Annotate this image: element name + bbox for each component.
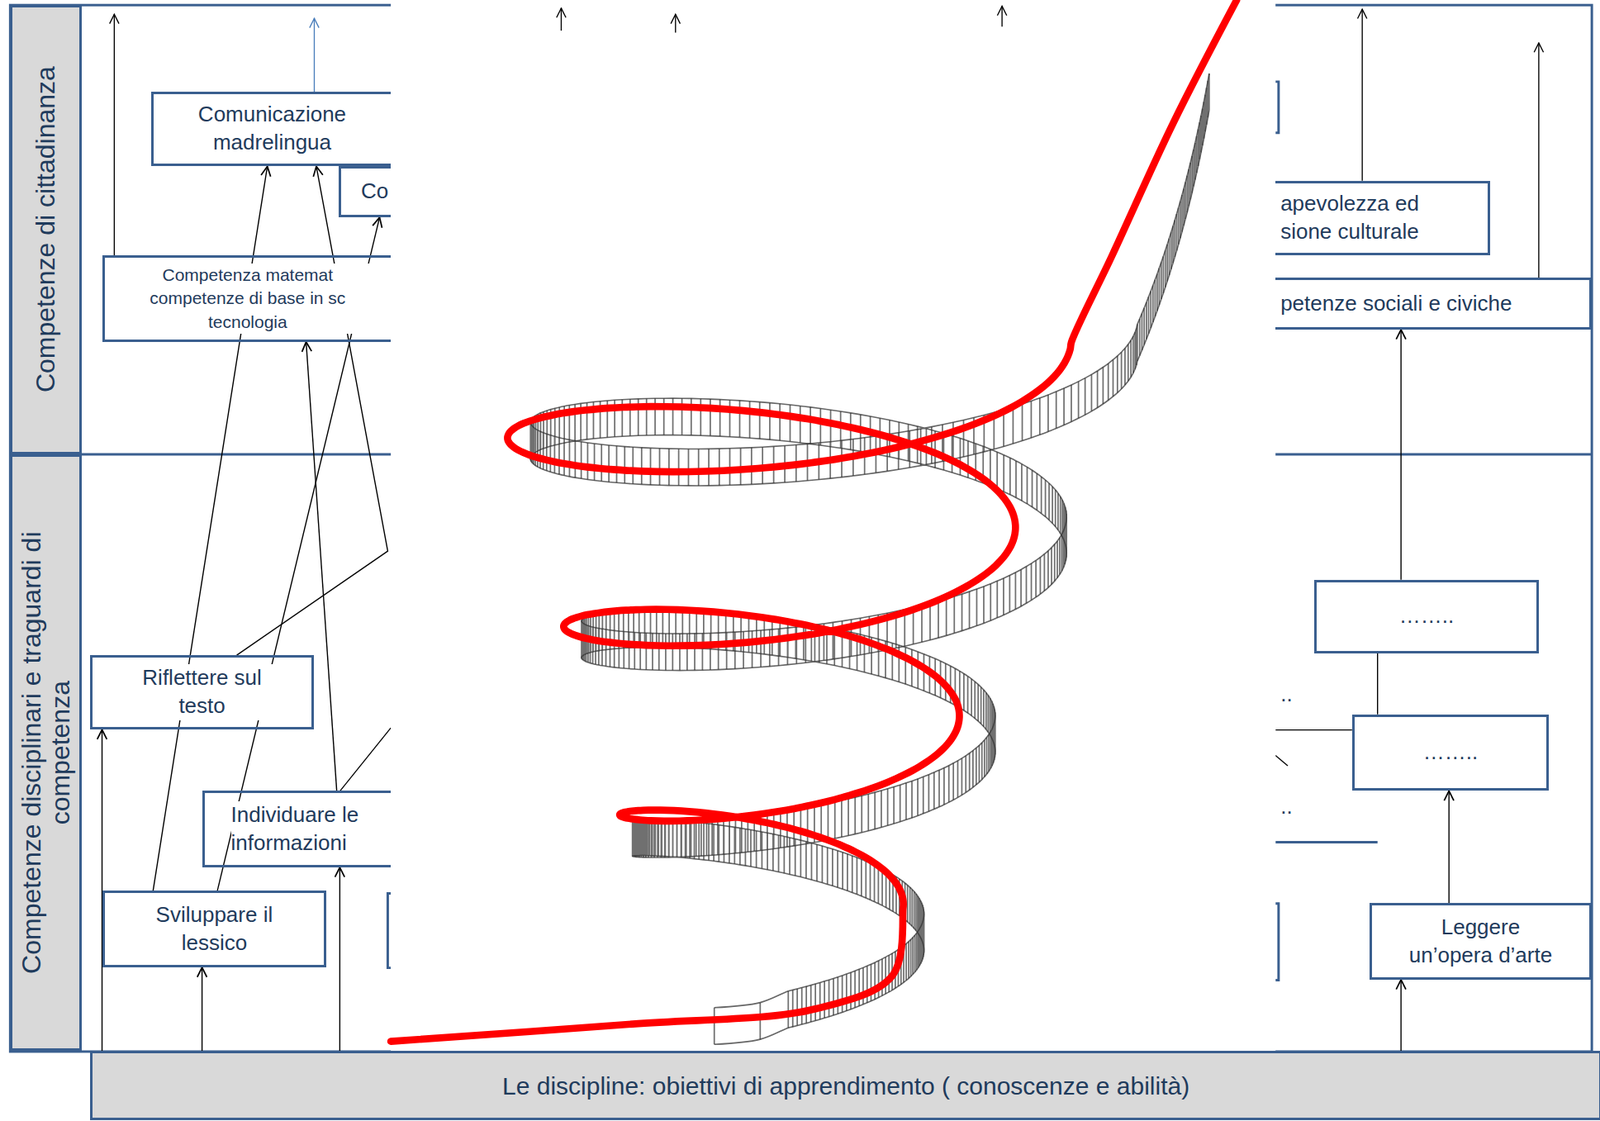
- stair-rail: [530, 109, 1210, 1045]
- connector-arrow: [237, 166, 389, 656]
- hidden-link-stub: [1275, 729, 1353, 731]
- hidden-box-edge: [1275, 81, 1279, 133]
- hidden-box-edge: [1275, 840, 1378, 844]
- goal-box: ……..: [1314, 579, 1539, 654]
- fragment-label: ..: [1280, 681, 1292, 708]
- goal-box: ……..: [1352, 714, 1549, 792]
- box-text: Individuare le informazioni: [231, 801, 392, 858]
- stair-steps: [530, 73, 1210, 1045]
- red-spiral: [390, 0, 1237, 1042]
- label-holder: ..: [1280, 793, 1292, 820]
- box-text: apevolezza ed sione culturale: [1280, 189, 1458, 247]
- outgoing-arrow: [113, 14, 115, 256]
- picture-ground: [390, 0, 1276, 1052]
- red-spiral-line: [390, 0, 1237, 1042]
- discipline-band: Le discipline: obiettivi di apprendiment…: [90, 1050, 1600, 1121]
- box-text: Leggere un’opera d’arte: [1404, 913, 1558, 970]
- competence-box: petenze sociali e civiche: [1275, 277, 1592, 330]
- band-text: Competenze disciplinari e traguardi di c…: [16, 521, 75, 984]
- label-holder: ..: [1280, 681, 1292, 708]
- box-text: ……..: [1399, 602, 1454, 631]
- goal-box: Riflettere sul testo: [90, 655, 315, 730]
- competence-box: apevolezza ed sione culturale: [1275, 180, 1490, 256]
- connector-arrow: [201, 967, 203, 1051]
- outgoing-arrow: [560, 8, 562, 31]
- outgoing-arrow: [1001, 5, 1002, 27]
- competence-box: Comunicazione madrelingua: [151, 91, 391, 167]
- hidden-link-stub: [1275, 755, 1288, 766]
- connector-arrow: [1400, 329, 1401, 580]
- box-text: Riflettere sul testo: [123, 664, 281, 721]
- outgoing-arrow: [1538, 42, 1539, 278]
- goal-box: Sviluppare il lessico: [102, 890, 328, 968]
- band-label: Competenze disciplinari e traguardi di c…: [9, 454, 81, 1052]
- box-text: Competenza matemat competenze di base in…: [123, 263, 372, 334]
- outgoing-arrow: [1361, 9, 1363, 181]
- hidden-box-edge: [387, 892, 391, 968]
- connector-arrow: [1448, 790, 1449, 903]
- box-text: Comunicazione madrelingua: [153, 100, 391, 157]
- connector-arrow: [306, 341, 338, 792]
- hidden-box-edge: [1275, 903, 1279, 981]
- box-text: Le discipline: obiettivi di apprendiment…: [502, 1069, 1190, 1102]
- box-text: petenze sociali e civiche: [1280, 289, 1512, 319]
- fragment-label: ..: [1280, 793, 1292, 820]
- spiral-staircase: [530, 73, 1210, 1045]
- goal-box: Leggere un’opera d’arte: [1369, 902, 1592, 980]
- connector-arrow: [339, 867, 341, 1051]
- connector-arrow: [1376, 653, 1378, 715]
- outgoing-arrow: [674, 14, 676, 33]
- outgoing-arrow: [313, 18, 315, 92]
- hidden-link-stub: [339, 727, 391, 792]
- band-text: Competenze di cittadinanza: [31, 23, 61, 437]
- competence-box: Competenza matemat competenze di base in…: [102, 255, 392, 342]
- competence-box: Co: [338, 166, 391, 218]
- goal-box: Individuare le informazioni: [202, 790, 392, 868]
- box-text: Sviluppare il lessico: [135, 901, 293, 958]
- box-text: Co: [360, 177, 389, 206]
- band-label: Competenze di cittadinanza: [9, 4, 81, 455]
- box-text: ……..: [1423, 738, 1478, 767]
- connector-arrow: [1400, 979, 1401, 1051]
